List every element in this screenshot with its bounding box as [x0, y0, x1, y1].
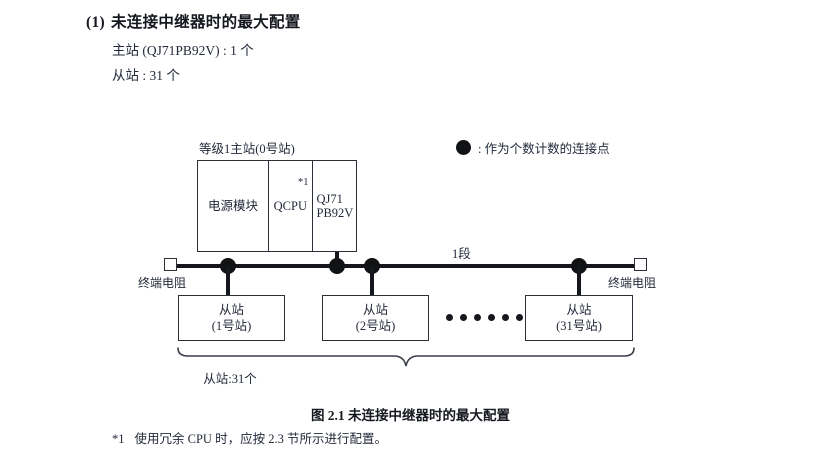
qcpu-footnote-mark: *1: [298, 177, 309, 188]
slave-box-2: 从站 (2号站): [322, 295, 429, 341]
slave-group-brace-label: 从站:31个: [203, 372, 257, 386]
slave-group-brace: [176, 346, 636, 368]
footnote-text: 使用冗余 CPU 时，应按 2.3 节所示进行配置。: [134, 432, 387, 446]
slave-box-1-name: 从站: [218, 302, 244, 317]
legend: : 作为个数计数的连接点: [456, 138, 610, 157]
figure-caption: 图 2.1 未连接中继器时的最大配置: [310, 408, 511, 423]
qj71-label-line2: PB92V: [316, 206, 354, 220]
slave-box-2-name: 从站: [362, 302, 388, 317]
terminator-label-right: 终端电阻: [608, 276, 657, 290]
master-rack: 电源模块 *1 QCPU QJ71 PB92V: [197, 160, 357, 252]
terminator-resistor-left-icon: [164, 258, 177, 271]
footnote: *1 使用冗余 CPU 时，应按 2.3 节所示进行配置。: [112, 428, 387, 447]
master-rack-label: 等级1主站(0号站): [199, 142, 295, 156]
slave-box-2-station: (2号站): [355, 319, 396, 333]
rack-cell-power-supply: 电源模块: [198, 161, 270, 251]
slave-box-1: 从站 (1号站): [178, 295, 285, 341]
rack-cell-power-supply-label: 电源模块: [208, 198, 259, 213]
section-line-master: 主站 (QJ71PB92V) : 1 个: [112, 43, 254, 58]
section-heading: (1) 未连接中继器时的最大配置: [86, 10, 301, 32]
ellipsis-dots: [446, 314, 523, 321]
slave-box-1-station: (1号站): [211, 319, 252, 333]
slave-box-31-station: (31号站): [556, 319, 602, 333]
section-number: (1): [86, 14, 105, 31]
rack-cell-qcpu-label: QCPU: [273, 198, 307, 213]
terminator-label-left: 终端电阻: [138, 276, 187, 290]
connection-node-master: [329, 258, 345, 274]
legend-label: : 作为个数计数的连接点: [478, 142, 610, 156]
rack-cell-qcpu: *1 QCPU: [269, 161, 313, 251]
rack-cell-qj71pb92v: QJ71 PB92V: [313, 161, 356, 251]
section-title-text: 未连接中继器时的最大配置: [110, 14, 301, 31]
qj71-label-line1: QJ71: [316, 191, 343, 206]
slave1-drop-line: [226, 266, 230, 296]
slave-box-31-name: 从站: [566, 302, 592, 317]
filled-circle-icon: [456, 140, 471, 155]
footnote-mark: *1: [112, 432, 125, 446]
slave31-drop-line: [577, 266, 581, 296]
slave-box-31: 从站 (31号站): [525, 295, 633, 341]
segment-label: 1段: [452, 247, 471, 261]
section-line-slave: 从站 : 31 个: [112, 68, 180, 83]
slave2-drop-line: [370, 266, 374, 296]
terminator-resistor-right-icon: [634, 258, 647, 271]
profibus-bus-line: [176, 264, 640, 268]
